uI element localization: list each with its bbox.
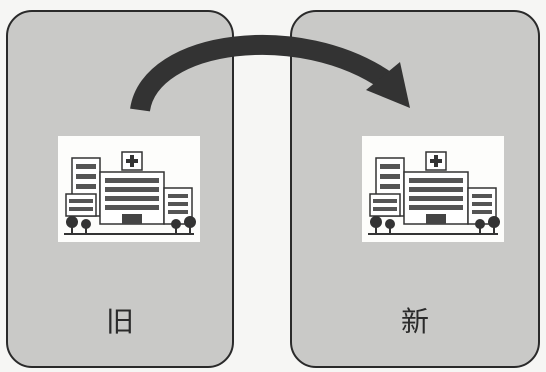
- new-hospital-panel: 新: [290, 10, 540, 368]
- old-label: 旧: [105, 305, 134, 338]
- hospital-icon: [58, 136, 200, 242]
- new-label: 新: [400, 305, 429, 338]
- hospital-icon: [362, 136, 504, 242]
- old-hospital-panel: 旧: [6, 10, 234, 368]
